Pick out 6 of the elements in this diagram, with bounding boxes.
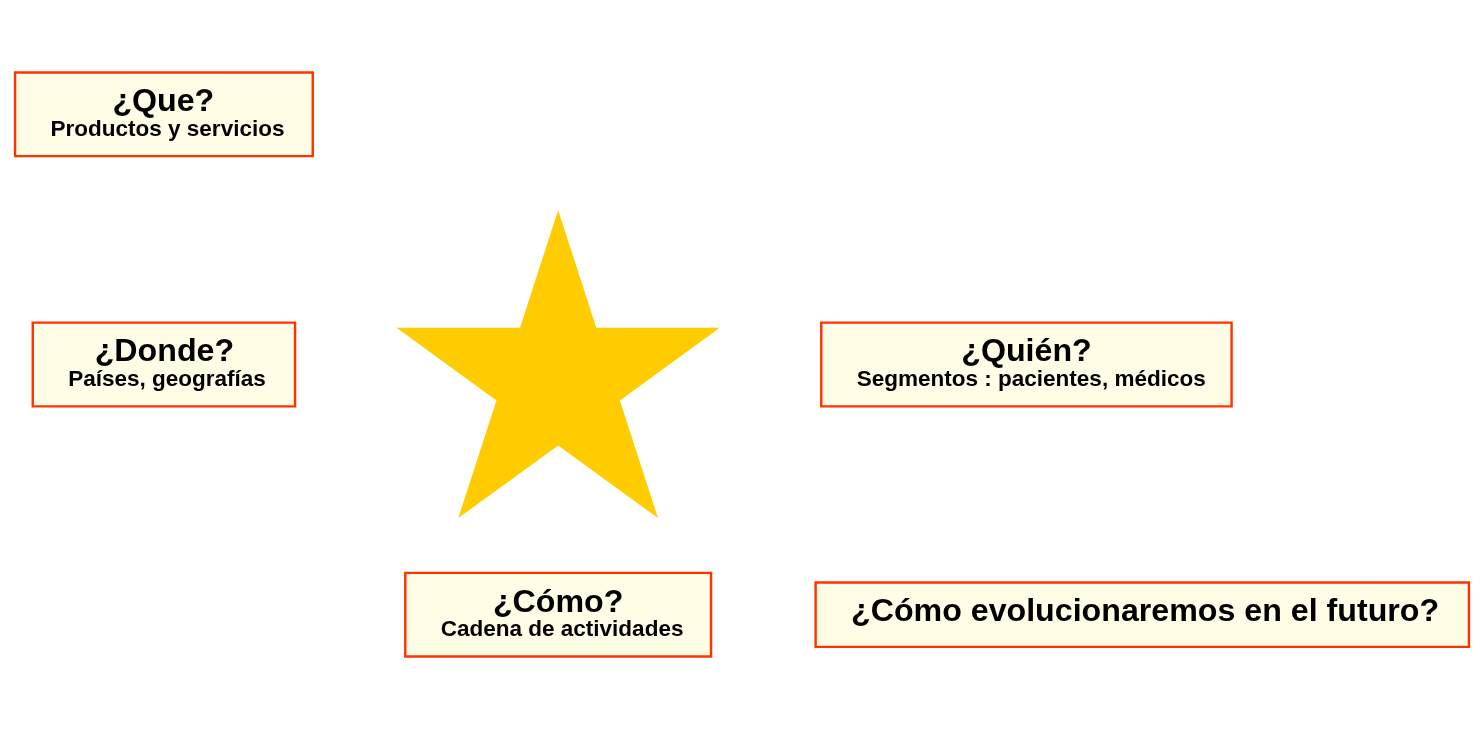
- node-box: ¿Que? Productos y servicios: [13, 71, 314, 158]
- node-box: ¿Cómo? Cadena de actividades: [404, 571, 713, 658]
- node-star: [396, 210, 720, 519]
- node-box: ¿Donde? Países, geografías: [31, 321, 297, 408]
- node-box: ¿Cómo evolucionaremos en el futuro?: [814, 581, 1471, 649]
- node-box: ¿Quién? Segmentos : pacientes, médicos: [820, 321, 1233, 408]
